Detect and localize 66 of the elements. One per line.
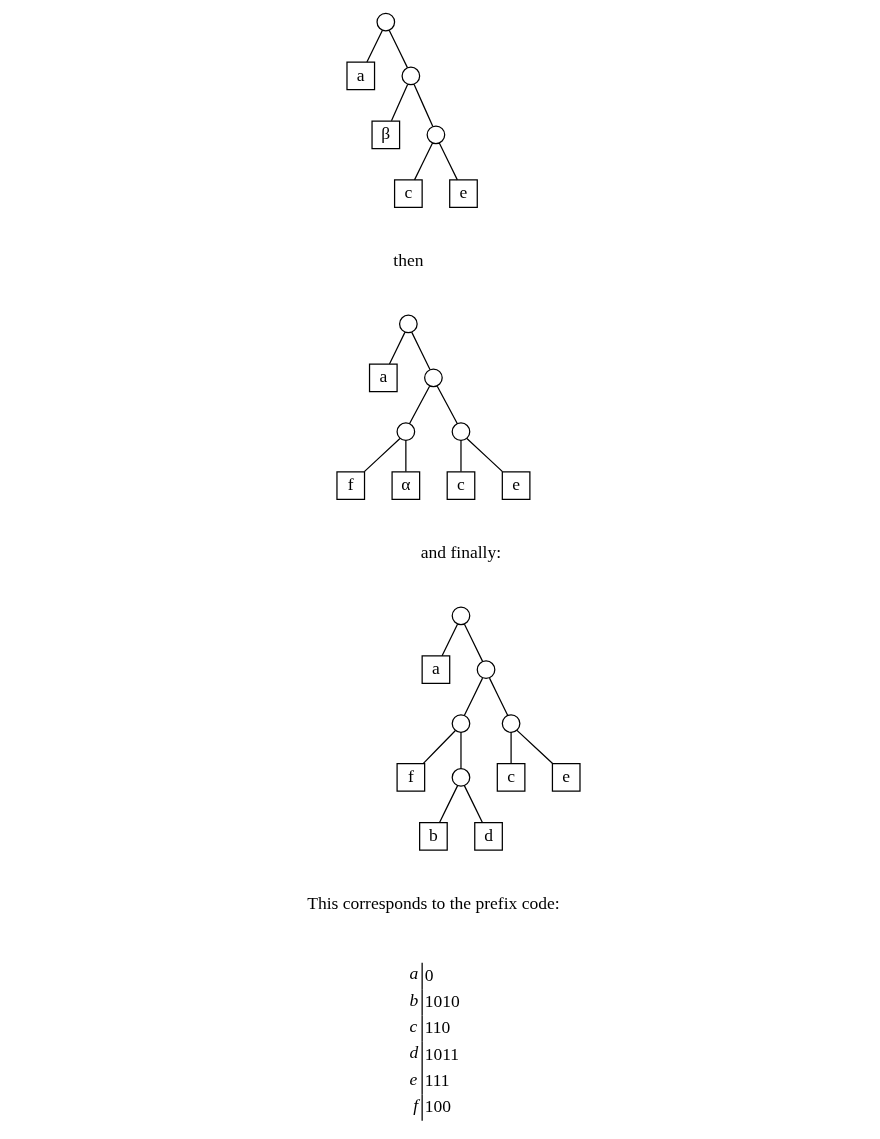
connector: [408, 385, 431, 425]
label: a: [409, 963, 419, 984]
node-box: d: [474, 821, 503, 851]
node-circle: [451, 606, 471, 626]
node-circle: [398, 314, 418, 334]
node-box: e: [501, 471, 531, 500]
connector: [463, 623, 484, 662]
node-box: α: [391, 471, 421, 500]
connector: [463, 677, 484, 716]
node-box: a: [346, 61, 376, 91]
label: then: [393, 249, 424, 270]
label: c: [409, 1016, 418, 1036]
node-box: c: [393, 179, 423, 209]
label: 1010: [424, 990, 460, 1011]
node-box: e: [551, 763, 581, 792]
node-circle: [451, 422, 471, 442]
connector: [413, 142, 434, 181]
connector: [422, 730, 456, 764]
label: 111: [424, 1069, 450, 1090]
node-circle: [376, 12, 396, 32]
label: 100: [424, 1096, 451, 1117]
connector: [405, 439, 407, 473]
node-box: c: [446, 471, 476, 500]
node-circle: [426, 125, 446, 145]
connector: [488, 677, 509, 716]
node-circle: [501, 714, 521, 733]
connector: [436, 385, 458, 425]
node-box: β: [371, 120, 401, 150]
connector: [413, 83, 434, 127]
node-circle: [476, 660, 496, 680]
node-box: b: [419, 821, 448, 851]
node-box: a: [368, 363, 398, 393]
connector: [411, 331, 431, 371]
connector: [516, 729, 554, 765]
node-circle: [401, 66, 421, 86]
connector: [390, 83, 409, 122]
label: 1011: [424, 1043, 460, 1064]
connector: [460, 731, 462, 770]
label: d: [409, 1042, 419, 1063]
connector: [388, 29, 409, 69]
node-circle: [396, 422, 416, 442]
connector: [388, 331, 406, 365]
connector: [438, 785, 459, 824]
connector: [363, 437, 401, 473]
label: This corresponds to the prefix code:: [307, 892, 560, 913]
connector: [510, 731, 512, 765]
node-box: a: [421, 655, 451, 685]
label: 110: [424, 1017, 451, 1038]
label: b: [409, 989, 419, 1010]
node-circle: [424, 368, 443, 388]
label: and finally:: [420, 541, 502, 562]
connector: [466, 437, 504, 473]
label: e: [409, 1068, 418, 1089]
node-box: f: [336, 471, 366, 500]
connector: [441, 623, 459, 657]
label: f: [413, 1094, 419, 1115]
connector: [463, 785, 484, 824]
connector: [438, 142, 458, 181]
connector: [366, 29, 383, 63]
node-box: e: [449, 179, 478, 209]
label: 0: [424, 964, 434, 985]
node-box: c: [496, 763, 526, 792]
node-circle: [451, 714, 471, 733]
node-circle: [451, 768, 471, 787]
node-box: f: [396, 763, 426, 792]
connector: [460, 439, 462, 473]
